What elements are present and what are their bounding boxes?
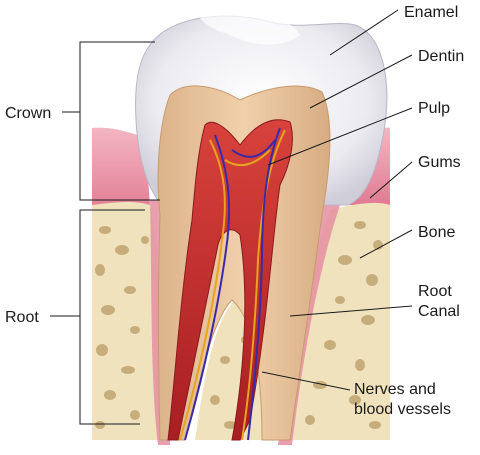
blood-vessels	[184, 127, 281, 441]
label-root: Root	[5, 309, 39, 326]
label-dentin: Dentin	[418, 48, 464, 65]
bone-pores	[95, 221, 383, 429]
label-gums: Gums	[418, 154, 461, 171]
enamel-top	[200, 12, 300, 45]
label-bone: Bone	[418, 224, 455, 241]
label-nerves-line1: Nerves and	[354, 381, 436, 398]
gums	[92, 127, 150, 215]
label-enamel: Enamel	[404, 4, 458, 21]
leader-lines	[50, 9, 413, 425]
label-root-canal-line1: Root	[418, 283, 452, 300]
label-crown: Crown	[5, 105, 51, 122]
pulp	[167, 119, 293, 441]
label-pulp: Pulp	[418, 100, 450, 117]
bone	[92, 201, 162, 440]
label-nerves-line2: blood vessels	[354, 401, 451, 418]
label-root-canal-line2: Canal	[418, 303, 460, 320]
